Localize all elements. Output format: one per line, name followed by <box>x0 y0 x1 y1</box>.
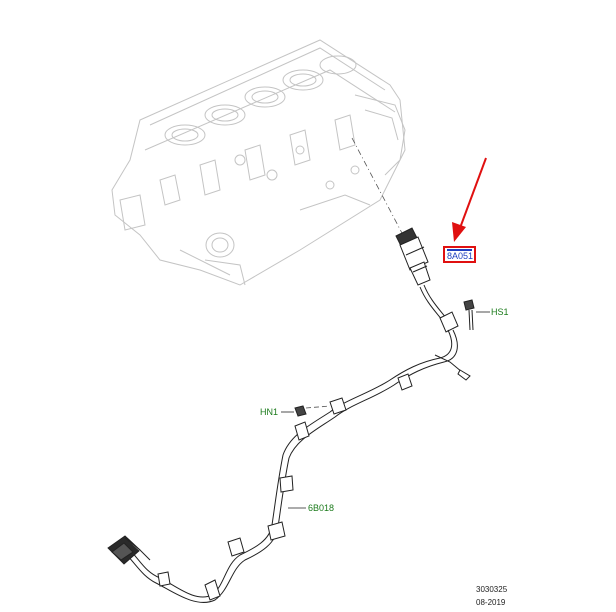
callout-hs1: HS1 <box>491 307 509 317</box>
hs1-bolt <box>463 299 475 331</box>
engine-block <box>111 39 406 286</box>
part-number-highlight-box: 8A051 <box>443 246 476 263</box>
highlight-arrow <box>452 157 487 242</box>
plug-connector <box>107 535 151 565</box>
harness-clips <box>157 373 413 601</box>
harness-cable <box>123 329 458 603</box>
harness-branch <box>434 354 471 381</box>
doc-date: 08-2019 <box>476 598 506 607</box>
part-number-underline <box>447 249 472 251</box>
harness-connector <box>439 311 459 333</box>
block-heater-element <box>395 227 431 286</box>
leader-line-block <box>351 137 404 236</box>
callout-harness: 6B018 <box>308 503 335 513</box>
hn1-nut <box>294 405 307 417</box>
heater-cable <box>419 284 447 321</box>
part-number-label: 8A051 <box>447 251 474 261</box>
callout-hn1: HN1 <box>260 407 279 417</box>
hn1-dash <box>305 405 331 409</box>
doc-number: 3030325 <box>476 585 508 594</box>
